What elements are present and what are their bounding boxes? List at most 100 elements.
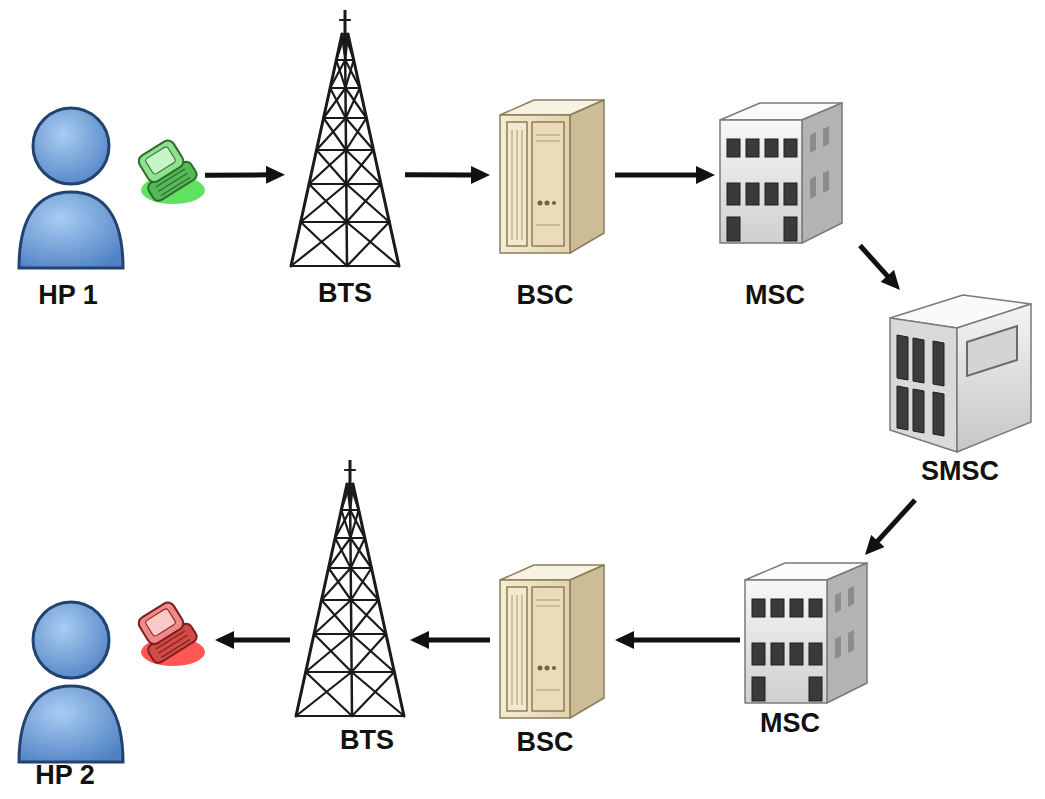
person-icon — [15, 594, 127, 766]
icon-part — [296, 460, 404, 716]
icon-part — [720, 120, 802, 243]
icon-holder — [127, 136, 209, 210]
icon-part — [19, 192, 123, 268]
icon-part — [351, 634, 394, 672]
building-icon — [740, 555, 880, 707]
icon-part — [344, 10, 347, 34]
icon-part — [552, 666, 556, 670]
icon-part — [317, 118, 346, 150]
icon-part — [522, 130, 523, 240]
icon-part — [346, 88, 360, 118]
icon-part — [136, 600, 186, 647]
icon-part — [346, 150, 373, 184]
icon-part — [570, 100, 604, 253]
icon-part — [347, 184, 381, 222]
icon-holder — [490, 95, 615, 257]
icon-part — [512, 130, 560, 240]
icon-part — [522, 595, 523, 705]
flow-arrow — [630, 637, 740, 642]
icon-part — [538, 201, 543, 206]
flow-arrow — [230, 637, 290, 642]
node-label: MSC — [760, 708, 820, 738]
icon-part — [784, 183, 797, 205]
icon-part — [746, 183, 759, 205]
icon-part — [810, 176, 816, 199]
icon-part — [346, 118, 366, 150]
flow-arrow — [615, 172, 700, 177]
tower-icon — [285, 10, 405, 270]
icon-part — [536, 600, 560, 601]
icon-part — [913, 338, 924, 383]
icon-part — [517, 595, 518, 705]
icon-part — [727, 139, 740, 157]
icon-part — [340, 19, 350, 21]
icon-part — [500, 580, 570, 718]
icon-part — [810, 132, 816, 153]
phone-icon — [127, 136, 209, 210]
node-label: SMSC — [921, 456, 999, 486]
icon-part — [500, 115, 570, 253]
icon-part — [771, 643, 784, 665]
icon-part — [536, 690, 560, 691]
icon-part — [897, 386, 908, 430]
icon-part — [784, 217, 797, 241]
network-node: MSC — [740, 555, 865, 750]
icon-part — [745, 563, 867, 703]
icon-part — [161, 639, 190, 657]
icon-part — [507, 122, 527, 246]
network-node: HP 2 — [15, 590, 215, 790]
icon-holder — [15, 594, 127, 766]
icon-part — [322, 568, 351, 600]
icon-holder — [127, 598, 209, 672]
icon-part — [347, 222, 389, 266]
icon-holder — [740, 555, 880, 707]
icon-part — [538, 666, 543, 671]
icon-part — [352, 634, 386, 672]
icon-part — [802, 103, 842, 243]
icon-part — [727, 139, 797, 241]
network-node: BTS — [290, 460, 410, 755]
icon-part — [131, 136, 199, 203]
icon-part — [336, 34, 345, 60]
icon-part — [301, 222, 347, 266]
icon-part — [517, 130, 518, 240]
icon-part — [823, 126, 829, 147]
flow-arrow — [425, 637, 490, 642]
icon-part — [745, 580, 827, 703]
icon-part — [351, 600, 378, 634]
icon-part — [933, 341, 944, 386]
icon-part — [500, 100, 604, 253]
icon-holder — [285, 10, 405, 270]
icon-part — [848, 586, 854, 607]
network-node: MSC — [715, 95, 860, 310]
icon-part — [350, 510, 358, 538]
icon-part — [131, 598, 199, 665]
icon-part — [727, 183, 740, 205]
icon-part — [790, 599, 803, 617]
icon-part — [536, 225, 560, 226]
icon-part — [913, 389, 924, 433]
icon-part — [507, 587, 527, 711]
icon-part — [752, 677, 765, 701]
icon-part — [752, 643, 765, 665]
flow-arrow — [405, 172, 475, 177]
building-icon — [715, 95, 855, 247]
icon-part — [532, 122, 564, 246]
icon-holder — [15, 100, 127, 272]
icon-part — [296, 672, 352, 716]
icon-part — [345, 34, 354, 60]
tower-icon — [290, 460, 410, 720]
icon-part — [19, 686, 123, 762]
icon-part — [570, 565, 604, 718]
icon-holder — [490, 560, 615, 722]
icon-part — [306, 634, 352, 672]
icon-part — [346, 150, 381, 184]
icon-part — [352, 672, 394, 716]
icon-part — [890, 295, 1031, 452]
icon-part — [349, 460, 352, 484]
icon-part — [33, 108, 109, 184]
icon-part — [536, 606, 560, 607]
server-icon — [490, 95, 615, 257]
